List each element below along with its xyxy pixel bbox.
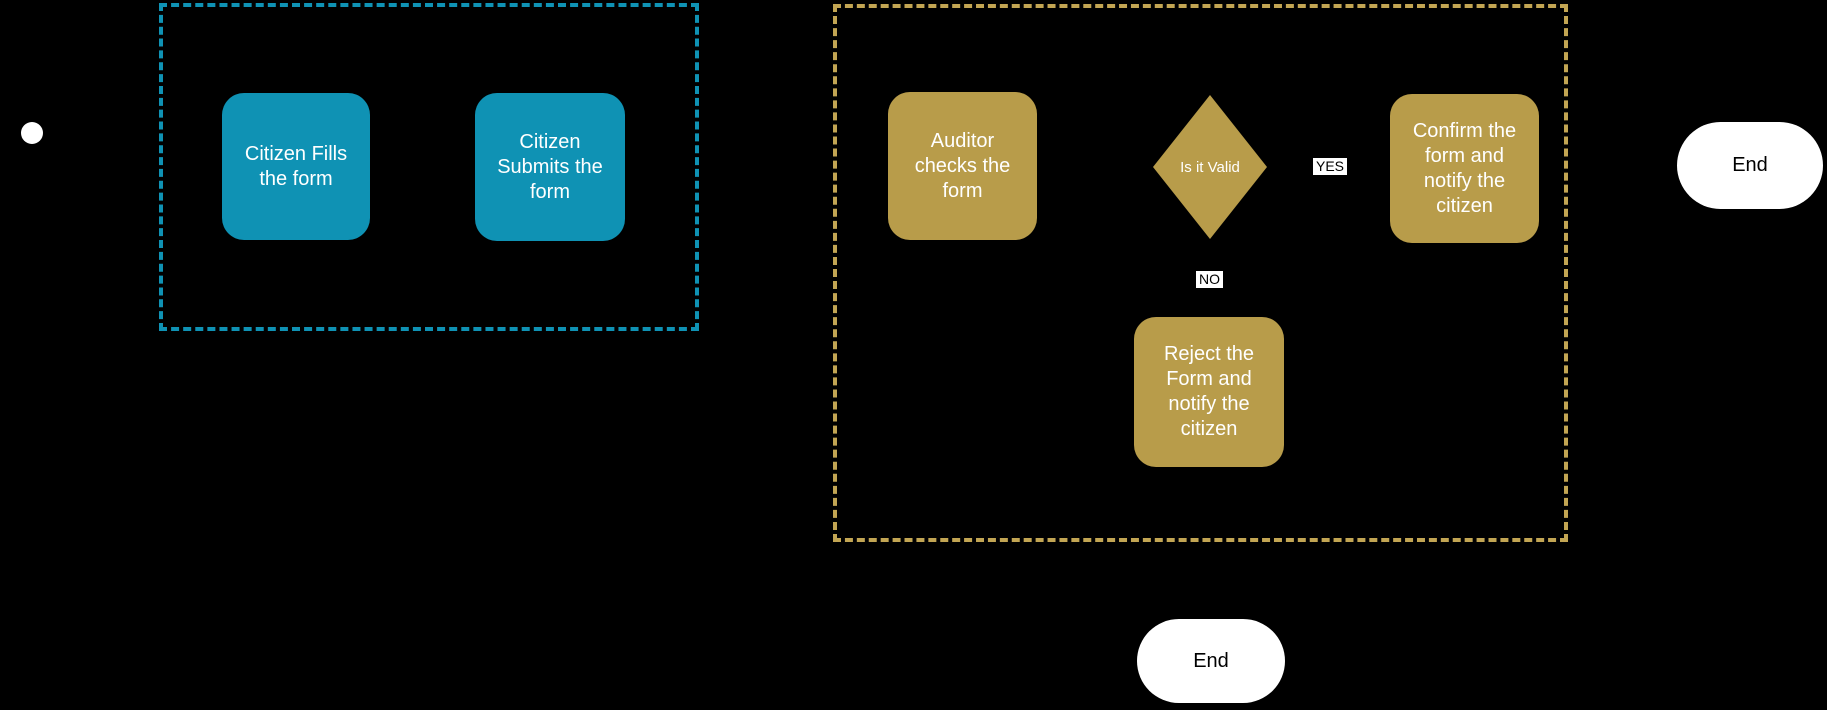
node-reject-form-notify-citizen-label: Reject the Form and notify the citizen bbox=[1163, 343, 1255, 440]
node-citizen-submits-form[interactable]: Citizen Submits the form bbox=[475, 93, 625, 241]
decision-is-it-valid-label: Is it Valid bbox=[1180, 158, 1240, 176]
end-node-bottom[interactable]: End bbox=[1137, 619, 1285, 703]
end-node-bottom-label: End bbox=[1193, 649, 1229, 672]
start-node[interactable] bbox=[21, 122, 43, 144]
node-confirm-form-notify-citizen-label: Confirm the form and notify the citizen bbox=[1412, 119, 1517, 217]
node-reject-form-notify-citizen[interactable]: Reject the Form and notify the citizen bbox=[1134, 317, 1284, 467]
node-citizen-submits-form-label: Citizen Submits the form bbox=[497, 130, 603, 203]
node-citizen-fills-form-label: Citizen Fills the form bbox=[244, 142, 348, 190]
node-confirm-form-notify-citizen[interactable]: Confirm the form and notify the citizen bbox=[1390, 94, 1539, 243]
auditor-group-frame[interactable] bbox=[833, 4, 1568, 542]
end-node-right[interactable]: End bbox=[1677, 122, 1823, 209]
edge-label-no: NO bbox=[1196, 271, 1223, 289]
node-auditor-checks-form[interactable]: Auditor checks the form bbox=[888, 92, 1037, 240]
end-node-right-label: End bbox=[1732, 154, 1768, 176]
node-citizen-fills-form[interactable]: Citizen Fills the form bbox=[222, 93, 370, 240]
citizen-group-frame[interactable] bbox=[159, 3, 699, 331]
edge-label-yes: YES bbox=[1313, 158, 1348, 176]
node-auditor-checks-form-label: Auditor checks the form bbox=[914, 129, 1011, 202]
